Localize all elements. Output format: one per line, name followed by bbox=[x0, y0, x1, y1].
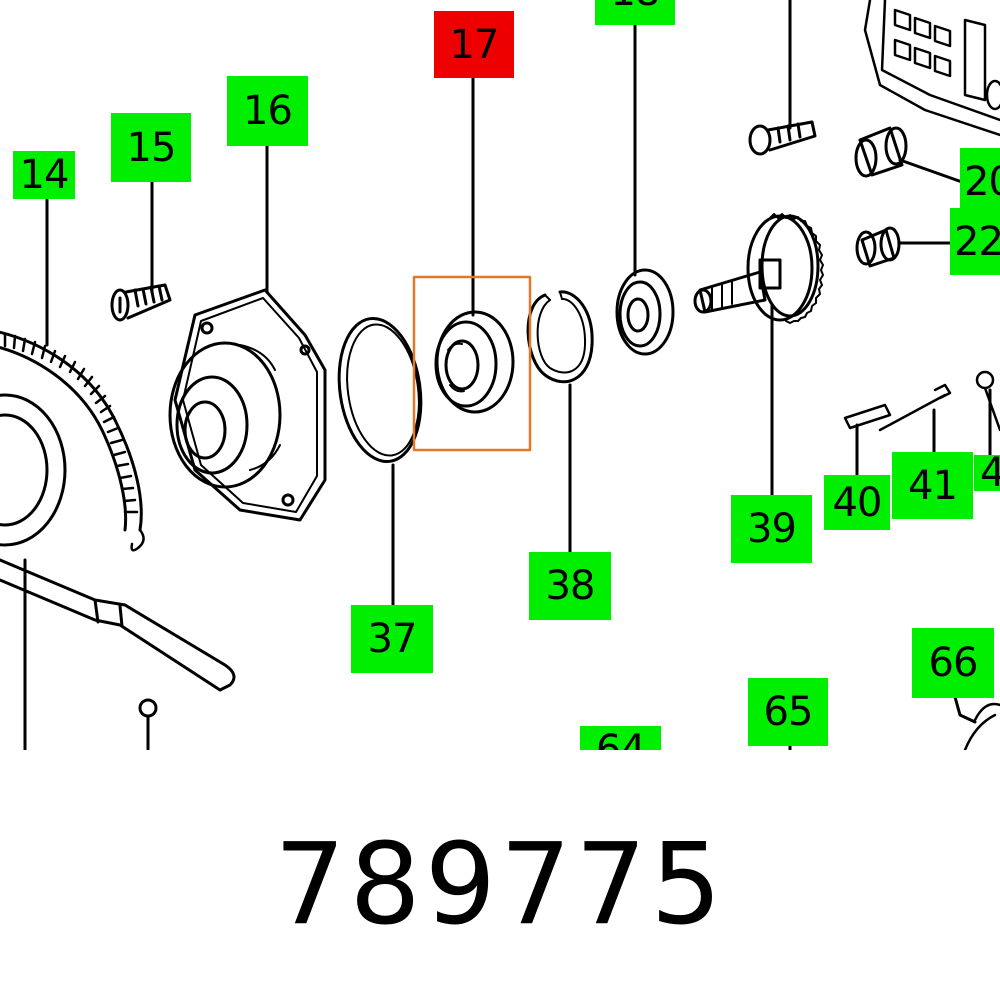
needle-bearings bbox=[854, 126, 908, 268]
callout-42[interactable]: 42 bbox=[974, 450, 1000, 496]
callout-37[interactable]: 37 bbox=[351, 605, 433, 673]
callout-40[interactable]: 40 bbox=[824, 475, 890, 530]
callout-65[interactable]: 65 bbox=[748, 678, 828, 746]
belt-part bbox=[0, 330, 145, 552]
snap-ring-38 bbox=[526, 290, 594, 384]
callout-16[interactable]: 16 bbox=[227, 76, 308, 146]
callout-14-label: 14 bbox=[19, 152, 70, 198]
ball-bearing-17 bbox=[434, 310, 515, 414]
screw-19 bbox=[748, 120, 817, 156]
callout-15-label: 15 bbox=[126, 124, 177, 171]
callout-41-label: 41 bbox=[908, 462, 958, 509]
part-number-label: 789775 bbox=[274, 820, 726, 950]
callout-64[interactable]: 64 bbox=[580, 726, 661, 750]
callout-14[interactable]: 14 bbox=[13, 151, 75, 199]
callout-20-label: 20 bbox=[964, 158, 1000, 205]
callout-17-label: 17 bbox=[449, 21, 500, 68]
callout-22[interactable]: 22 bbox=[950, 208, 1000, 275]
small-parts-40-41 bbox=[843, 370, 1000, 432]
callout-41[interactable]: 41 bbox=[892, 452, 973, 519]
gear-shaft-39 bbox=[693, 213, 824, 324]
callout-17-selected[interactable]: 17 bbox=[434, 11, 514, 78]
callout-20[interactable]: 20 bbox=[960, 148, 1000, 215]
selection-frame bbox=[412, 275, 532, 452]
fragment-66 bbox=[963, 702, 1000, 750]
callout-39-label: 39 bbox=[747, 506, 797, 552]
o-ring-37 bbox=[337, 316, 423, 464]
callout-42-label: 42 bbox=[980, 450, 1000, 496]
lever-arm bbox=[0, 558, 236, 750]
callout-22-label: 22 bbox=[954, 218, 1000, 265]
housing-16 bbox=[168, 288, 327, 522]
screw-15 bbox=[110, 283, 172, 322]
diagram-linework bbox=[0, 0, 1000, 750]
motor-housing-fragment bbox=[863, 0, 1000, 137]
callout-64-label: 64 bbox=[596, 727, 646, 750]
callout-40-label: 40 bbox=[832, 479, 883, 526]
callout-39[interactable]: 39 bbox=[731, 495, 812, 563]
callout-18[interactable]: 18 bbox=[595, 0, 675, 25]
shaft-seal-18 bbox=[615, 268, 675, 356]
callout-16-label: 16 bbox=[243, 88, 293, 134]
callout-66-label: 66 bbox=[928, 640, 979, 686]
callout-65-label: 65 bbox=[763, 689, 814, 735]
callout-18-label: 18 bbox=[611, 0, 661, 12]
callout-66[interactable]: 66 bbox=[912, 628, 994, 698]
callout-38[interactable]: 38 bbox=[529, 552, 611, 620]
callout-15[interactable]: 15 bbox=[111, 113, 191, 182]
callout-37-label: 37 bbox=[367, 616, 418, 662]
leader-lines bbox=[45, 0, 992, 750]
exploded-parts-diagram: 14 15 16 17 18 19 20 22 37 38 39 40 41 4… bbox=[0, 0, 1000, 750]
callout-38-label: 38 bbox=[545, 563, 596, 609]
